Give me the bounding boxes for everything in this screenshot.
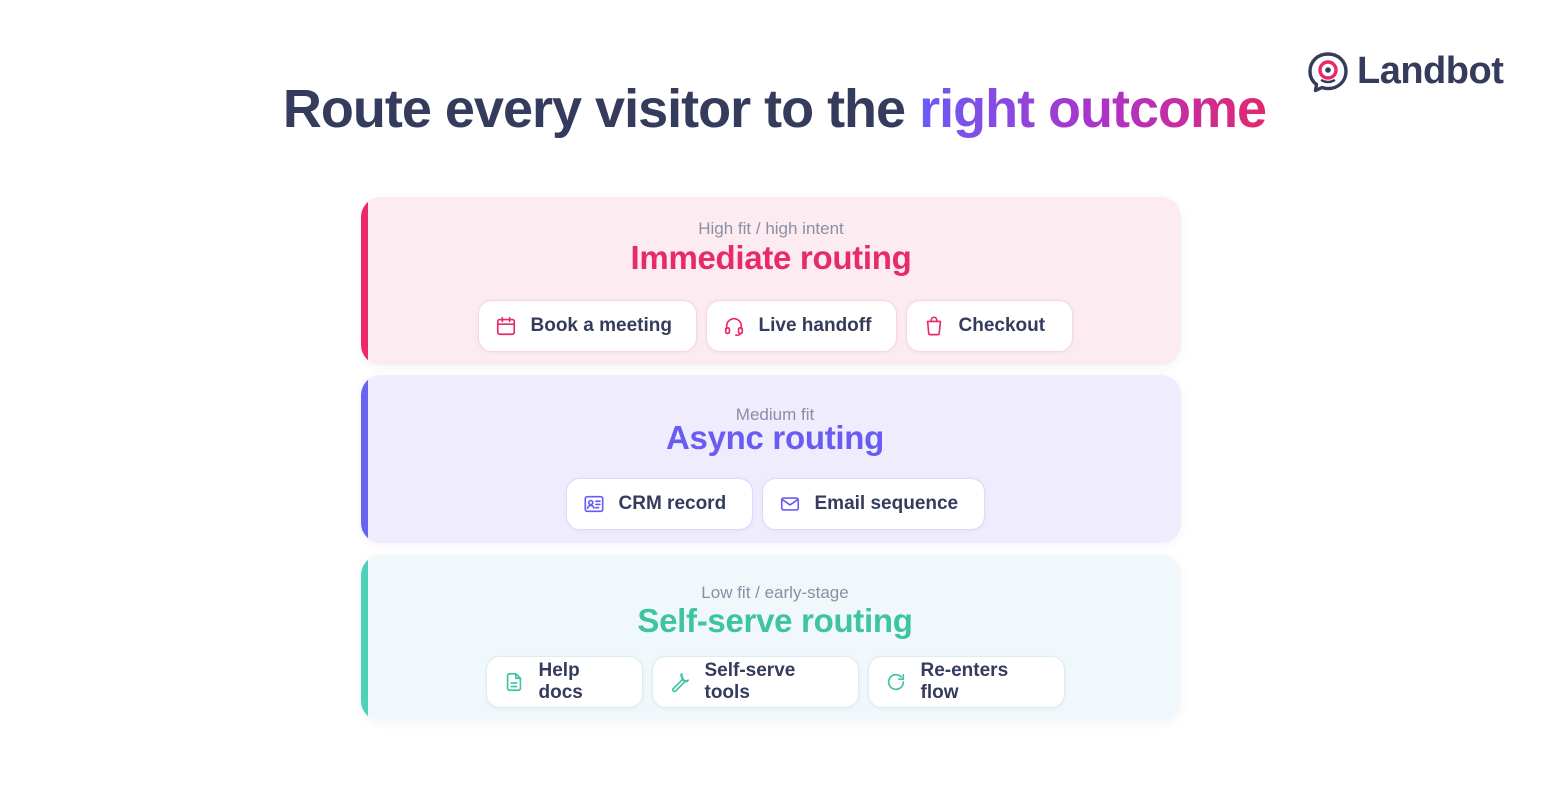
tier-subtitle: Low fit / early-stage [701, 583, 849, 602]
tier-accent-bar [361, 375, 368, 543]
tier-accent-bar [361, 197, 368, 365]
tier-subtitle: Medium fit [735, 405, 815, 424]
contact-card-icon [583, 495, 604, 513]
chip-label: Re-enters flow [920, 660, 1009, 703]
chip-book-a-meeting[interactable]: Book a meeting [477, 300, 697, 352]
brand-name: Landbot [1357, 50, 1504, 92]
landbot-logo[interactable]: Landbot [1307, 50, 1504, 93]
envelope-icon [780, 497, 799, 511]
chip-label: Checkout [958, 315, 1046, 336]
tier-title: Immediate routing [630, 239, 912, 276]
title-highlight: right outcome [919, 79, 1267, 139]
chip-crm-record[interactable]: CRM record [565, 478, 753, 530]
chip-label: Self-serve tools [704, 660, 796, 703]
chip-label: Book a meeting [530, 315, 672, 336]
tier-accent-bar [361, 555, 368, 721]
tier-title: Async routing [666, 419, 884, 456]
wrench-icon [671, 673, 689, 693]
outcome-chips: CRM record Email sequence [361, 478, 1181, 530]
refresh-icon [887, 673, 904, 691]
tier-async-routing: Medium fit Async routing CRM record Emai… [361, 375, 1181, 543]
chip-email-sequence[interactable]: Email sequence [761, 478, 985, 530]
headset-icon [724, 317, 743, 336]
chip-label: Help docs [538, 660, 583, 703]
chip-label: Email sequence [814, 493, 959, 514]
tier-title: Self-serve routing [637, 602, 913, 639]
chip-re-enters-flow[interactable]: Re-enters flow [867, 656, 1065, 708]
chip-self-serve-tools[interactable]: Self-serve tools [651, 656, 859, 708]
outcome-chips: Help docs Self-serve tools Re-enters flo… [361, 656, 1181, 708]
document-icon [506, 672, 521, 692]
chip-live-handoff[interactable]: Live handoff [705, 300, 897, 352]
page-title: Route every visitor to the right outcome [0, 78, 1549, 140]
title-prefix: Route every visitor to the [282, 79, 920, 139]
calendar-icon [496, 316, 515, 336]
chip-label: Live handoff [758, 315, 872, 336]
chip-checkout[interactable]: Checkout [905, 300, 1073, 352]
shopping-bag-icon [926, 316, 941, 336]
tier-subtitle: High fit / high intent [698, 219, 844, 238]
chip-help-docs[interactable]: Help docs [485, 656, 643, 708]
outcome-chips: Book a meeting Live handoff Checkout [361, 300, 1181, 352]
tier-immediate-routing: High fit / high intent Immediate routing… [361, 197, 1181, 365]
chat-bubble-eye-icon [1308, 51, 1348, 92]
chip-label: CRM record [618, 493, 727, 514]
tier-self-serve-routing: Low fit / early-stage Self-serve routing… [361, 555, 1181, 721]
